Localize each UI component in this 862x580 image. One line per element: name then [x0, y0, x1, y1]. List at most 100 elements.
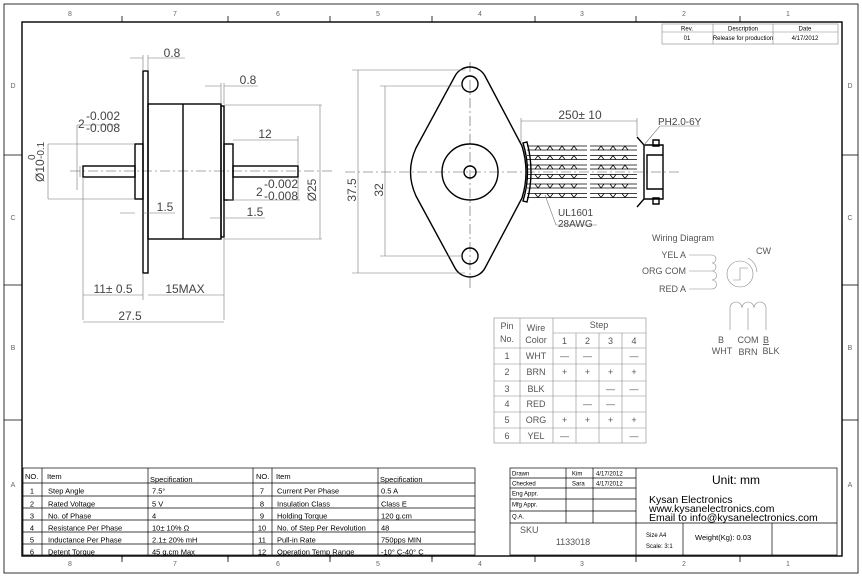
row-marker: A [848, 482, 853, 489]
step-state: + [585, 415, 590, 425]
wiring-diagram-title: Wiring Diagram [652, 233, 714, 243]
boss-dia-dim: Ø10 [33, 159, 47, 182]
approval-role: Drawn [512, 472, 529, 478]
spec-no: 6 [30, 548, 34, 557]
spec-item: No. of Step Per Revolution [277, 524, 366, 533]
phase-a-label-3: RED A [659, 284, 686, 294]
approval-name: Kim [572, 472, 582, 478]
wire-marking [546, 183, 554, 189]
spec-header: Item [276, 472, 291, 481]
row-marker: A [11, 482, 16, 489]
wire-color: BRN [526, 367, 545, 377]
column-marker: 8 [68, 11, 72, 18]
spec-value: 5 V [152, 500, 163, 509]
boss-tol-upper: 0 [27, 154, 38, 160]
step-state: — [606, 384, 615, 394]
phase-b-top-3: B [763, 335, 769, 345]
coil-b-icon [729, 301, 767, 330]
connector [636, 136, 664, 208]
motor-side-view: 0.8 0.8 12 2 -0.002 -0.008 2 -0.002 -0.0… [27, 46, 335, 323]
cw-arrow-icon [747, 257, 758, 273]
phase-b-bottom-2: BRN [738, 347, 757, 357]
spec-item: Insulation Class [277, 500, 330, 509]
wire-marking [546, 164, 554, 170]
spec-no: 3 [30, 512, 34, 521]
wire-marking [609, 193, 617, 199]
spec-item: Pull-in Rate [277, 536, 316, 545]
step-number: 2 [585, 336, 590, 346]
wire-marking [609, 174, 617, 180]
wire-marking [546, 193, 554, 199]
wire-marking [597, 174, 605, 180]
date-header: Date [799, 27, 812, 33]
rear-shaft-length-dim: 12 [258, 127, 272, 141]
phase-b-top-2: COM [738, 335, 759, 345]
pin-number: 2 [504, 367, 509, 377]
left-shaft-tol-upper: -0.002 [86, 109, 120, 123]
step-state: + [608, 415, 613, 425]
wire-marking [570, 193, 578, 199]
sku-value: 1133018 [556, 537, 590, 547]
wire-marking [570, 183, 578, 189]
spec-item: Holding Torque [277, 512, 327, 521]
wire-marking [609, 183, 617, 189]
scale-label: Scale: 3:1 [646, 544, 673, 550]
wire-spec-1: UL1601 [558, 208, 593, 219]
left-shaft-tol-lower: -0.008 [86, 121, 120, 135]
pin-header: No. [500, 334, 514, 344]
wire-marking [570, 164, 578, 170]
wire-marking [570, 145, 578, 151]
sku-label: SKU [520, 525, 539, 535]
connector-label: PH2.0-6Y [658, 117, 702, 128]
wire-marking [597, 193, 605, 199]
spec-no: 11 [258, 536, 266, 545]
wire-marking [558, 193, 566, 199]
mount-hole-top [461, 75, 479, 93]
column-marker: 4 [478, 11, 482, 18]
wire-marking [621, 154, 629, 160]
wire-marking [597, 164, 605, 170]
row-marker: C [10, 215, 15, 222]
motor-body [147, 103, 222, 240]
spec-value: 4 [152, 512, 156, 521]
pin-number: 5 [504, 415, 509, 425]
spec-item: Rated Voltage [48, 500, 95, 509]
wire-marking [570, 154, 578, 160]
spec-value: 750pps MIN [381, 536, 421, 545]
company-company: Kysan Electronics [649, 494, 732, 506]
spec-no: 10 [258, 524, 266, 533]
step-state: — [630, 351, 639, 361]
table-border [493, 317, 647, 444]
right-shaft-tol-lower: -0.008 [264, 189, 298, 203]
spec-item: Operation Temp Range [277, 548, 354, 557]
right-shaft-dia-dim: 2 [256, 185, 263, 199]
company-email: Email to info@kysanelectronics.com [649, 512, 818, 524]
spec-item: Current Per Phase [277, 487, 339, 496]
step-state: — [560, 431, 569, 441]
step-state: + [608, 367, 613, 377]
spec-value: 2.1± 20% mH [152, 536, 197, 545]
lead-wires [527, 145, 637, 199]
phase-b-bottom-1: WHT [712, 346, 733, 356]
table-border [22, 467, 476, 556]
spec-no: 8 [260, 500, 264, 509]
row-marker: D [847, 83, 852, 90]
hole-spacing-dim: 32 [372, 183, 386, 197]
spec-no: 5 [30, 536, 34, 545]
column-marker: 7 [173, 561, 177, 568]
wire-marking [534, 145, 542, 151]
coil-a-icon [689, 254, 717, 290]
wire-marking [546, 145, 554, 151]
step-header: Step [590, 320, 609, 330]
date-value: 4/17/2012 [792, 36, 819, 42]
step-number: 3 [608, 336, 613, 346]
wire-marking [621, 174, 629, 180]
boss-circle [441, 143, 499, 201]
wire-marking [621, 183, 629, 189]
column-marker: 4 [478, 561, 482, 568]
size-label: Size A4 [646, 533, 667, 539]
column-marker: 1 [786, 561, 790, 568]
column-marker: 2 [682, 11, 686, 18]
approval-role: Checked [512, 482, 536, 488]
